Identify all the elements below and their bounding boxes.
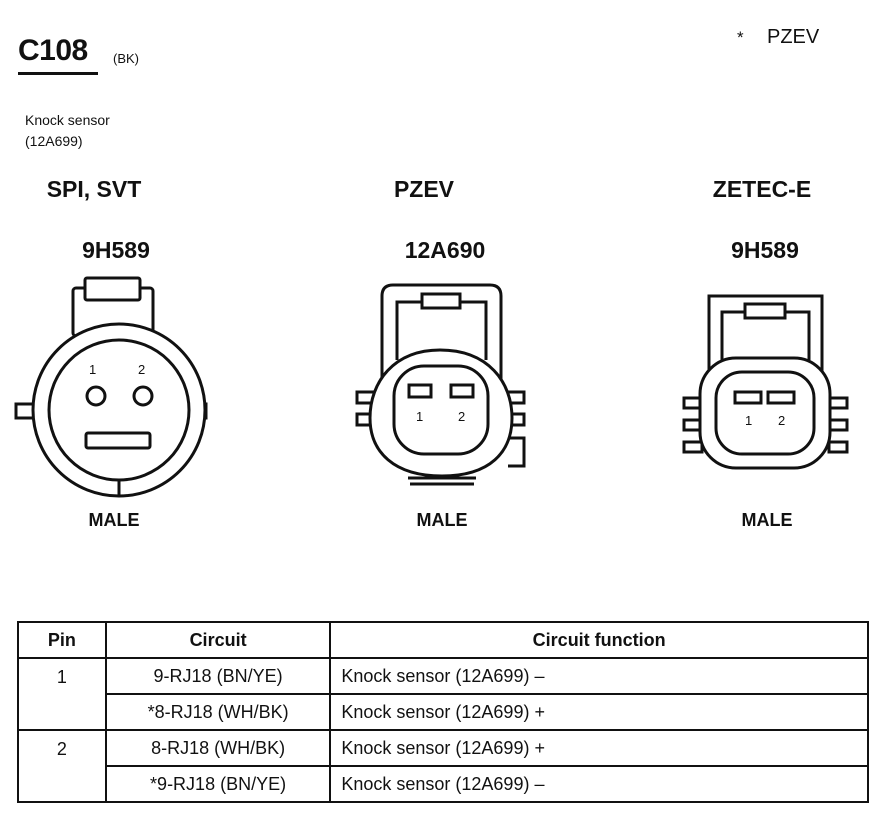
header-pin: Pin: [17, 621, 107, 659]
component-part: (12A699): [25, 133, 83, 149]
component-info: Knock sensor (12A699): [25, 110, 110, 152]
function-cell: Knock sensor (12A699) +: [329, 729, 869, 767]
variant-part-pzev: 12A690: [404, 237, 486, 263]
connector-id: C108: [18, 34, 88, 67]
variant-name-spi-svt: SPI, SVT: [46, 176, 142, 202]
table-row: 2 8-RJ18 (WH/BK) Knock sensor (12A699) +: [17, 729, 869, 803]
connector-id-underline: [18, 72, 98, 75]
variant-name-zetec-e: ZETEC-E: [712, 176, 812, 202]
pin-label-2-zetec-e: 2: [778, 413, 786, 428]
function-cell: Knock sensor (12A699) +: [329, 693, 869, 731]
header-circuit: Circuit: [104, 621, 332, 659]
circuit-cell: *8-RJ18 (WH/BK): [104, 693, 332, 731]
connector-color: (BK): [113, 51, 139, 66]
pin-label-2-spi-svt: 2: [138, 362, 146, 377]
function-cell: Knock sensor (12A699) –: [329, 657, 869, 695]
circuit-cell: *9-RJ18 (BN/YE): [104, 765, 332, 803]
circuit-cell: 8-RJ18 (WH/BK): [104, 729, 332, 767]
variant-name-pzev: PZEV: [393, 176, 455, 202]
pin-label-1-zetec-e: 1: [745, 413, 753, 428]
pin-cell: 2: [17, 729, 107, 803]
pin-label-2-pzev: 2: [458, 409, 466, 424]
pin-cell: 1: [17, 657, 107, 731]
table-row: *9-RJ18 (BN/YE) Knock sensor (12A699) –: [18, 765, 869, 803]
note-label: PZEV: [767, 26, 820, 48]
component-name: Knock sensor: [25, 112, 110, 128]
function-cell: Knock sensor (12A699) –: [329, 765, 869, 803]
header-circuit-function: Circuit function: [329, 621, 869, 659]
gender-zetec-e: MALE: [741, 510, 793, 530]
pin-label-1-spi-svt: 1: [89, 362, 97, 377]
variant-part-spi-svt: 9H589: [82, 237, 150, 263]
table-row: *8-RJ18 (WH/BK) Knock sensor (12A699) +: [18, 693, 869, 731]
table-row: 1 9-RJ18 (BN/YE) Knock sensor (12A699) –: [17, 657, 869, 731]
pin-label-1-pzev: 1: [416, 409, 424, 424]
variant-part-zetec-e: 9H589: [731, 237, 799, 263]
gender-spi-svt: MALE: [88, 510, 140, 530]
table-header-row: Pin Circuit Circuit function: [17, 621, 869, 659]
pin-table: Pin Circuit Circuit function 1 9-RJ18 (B…: [17, 621, 869, 803]
note-symbol: *: [737, 28, 744, 47]
gender-pzev: MALE: [416, 510, 468, 530]
circuit-cell: 9-RJ18 (BN/YE): [104, 657, 332, 695]
